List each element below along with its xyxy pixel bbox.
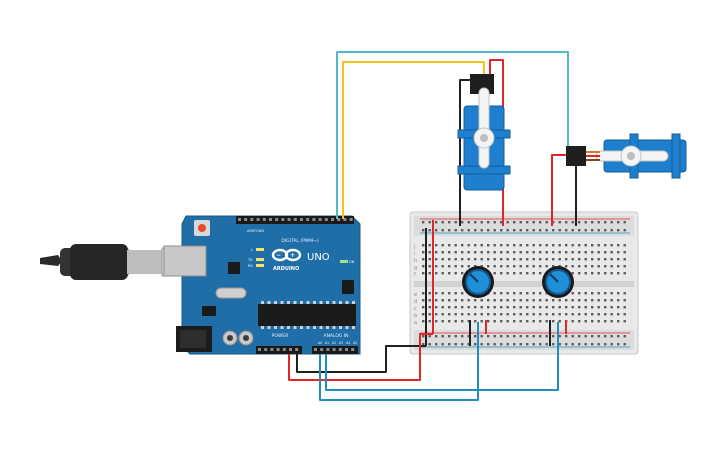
wire-blue-a1-pot2[interactable] [325,322,559,391]
svg-text:−: − [276,252,281,259]
reset-button-cap[interactable] [198,224,206,232]
row-label-h: h [414,258,417,264]
gnd-label: GND [256,229,264,233]
svg-text:+: + [290,252,295,259]
pin-label-a5: A5 [353,341,357,345]
led-tx [256,258,264,261]
pin-label-a4: A4 [346,341,350,345]
led-tx-label: TX [247,258,253,262]
analog-pin-labels: A0 A1 A2 A3 A4 A5 [318,341,357,345]
icsp-header [342,280,354,294]
row-label-g: g [414,265,417,271]
led-l [256,248,264,251]
row-label-i: i [414,251,415,257]
wire-blue-a0-pot1[interactable] [319,322,479,401]
digital-label: DIGITAL (PWM~) [281,238,319,244]
servo-1[interactable] [457,74,511,191]
digital-pins [238,218,353,221]
bottom-pins [258,348,355,351]
row-label-b: b [414,313,417,319]
crystal [215,287,247,299]
usb-chip [228,262,240,274]
led-on-label: ON [349,260,355,264]
arduino-uno-board[interactable]: DIGITAL (PWM~) AREF GND − + ARDUINO UNO … [163,215,361,355]
potentiometer-2[interactable] [542,266,574,298]
led-rx [256,264,264,267]
power-label: POWER [272,333,289,339]
wire-yellow-servo1-signal[interactable] [342,61,485,219]
atmega-chip [258,304,356,326]
model-label: UNO [307,252,330,263]
wire-teal-servo2-signal[interactable] [336,51,569,219]
pin-label-a1: A1 [325,341,329,345]
wire-red-servo2-vcc[interactable] [551,154,570,226]
arduino-logo: − + [271,248,302,262]
regulator [202,306,216,316]
breadboard-holes [422,221,626,346]
brand-label: ARDUINO [273,266,299,272]
led-l-label: L [251,248,253,252]
usb-socket [163,245,207,277]
row-label-f: f [414,272,416,278]
breadboard[interactable]: j i h g f e d c b a [409,211,639,355]
chip-legs [261,301,355,329]
wire-black-gnd[interactable] [296,345,426,373]
wires [288,51,577,401]
breadboard-row-labels: j i h g f e d c b a [413,244,417,326]
pin-label-a2: A2 [332,341,336,345]
row-label-c: c [414,306,417,312]
led-on [340,260,348,263]
aref-label: AREF [247,229,256,233]
pin-label-a3: A3 [339,341,343,345]
wire-red-5v[interactable] [288,333,433,381]
row-label-j: j [413,244,415,250]
servo-2[interactable] [566,133,687,179]
analog-label: ANALOG IN [323,333,348,339]
row-label-a: a [414,320,417,326]
led-rx-label: RX [248,264,253,268]
usb-cable[interactable] [40,244,189,280]
pin-label-a0: A0 [318,341,322,345]
row-label-d: d [414,299,417,305]
row-label-e: e [414,292,417,298]
potentiometer-1[interactable] [462,266,494,298]
